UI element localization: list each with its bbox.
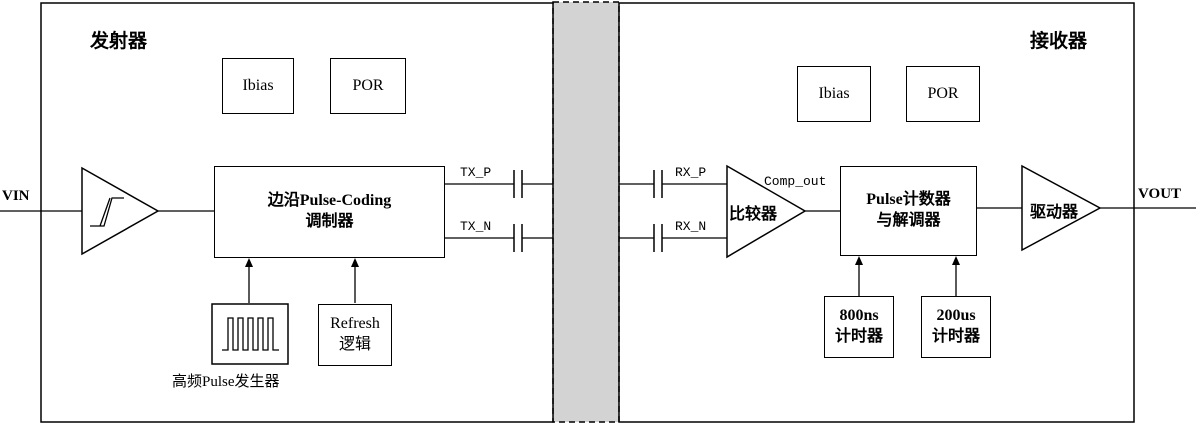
schmitt-buffer-shape xyxy=(81,166,160,256)
counter-demodulator-box: Pulse计数器 与解调器 xyxy=(840,166,977,256)
tx-ibias-label: Ibias xyxy=(242,76,274,94)
comparator-shape xyxy=(726,164,807,259)
timer-200us-box: 200us 计时器 xyxy=(921,296,991,358)
pulse-generator-box xyxy=(211,303,289,365)
receiver-outline xyxy=(618,2,1135,423)
refresh-logic-box: Refresh 逻辑 xyxy=(318,304,392,366)
square-wave-icon xyxy=(222,317,279,351)
rx-por-label: POR xyxy=(927,84,959,102)
tx-ibias-box: Ibias xyxy=(222,58,294,114)
transmitter-outline xyxy=(40,2,554,423)
counter-label-line2: 与解调器 xyxy=(876,212,941,229)
pulse-generator-label: 高频Pulse发生器 xyxy=(172,374,280,390)
tx-por-box: POR xyxy=(330,58,406,114)
counter-label-line1: Pulse计数器 xyxy=(866,191,951,209)
timer200-arrow-head xyxy=(952,256,960,265)
vout-label: VOUT xyxy=(1138,186,1182,202)
rx-ibias-box: Ibias xyxy=(797,66,871,122)
timer800-label-line1: 800ns xyxy=(839,307,879,325)
timer-800ns-box: 800ns 计时器 xyxy=(824,296,894,358)
timer200-label-line1: 200us xyxy=(936,307,976,325)
timer800-arrow-head xyxy=(855,256,863,265)
modulator-label-line2: 调制器 xyxy=(305,213,354,230)
receiver-title: 接收器 xyxy=(1030,31,1088,52)
rx-ibias-label: Ibias xyxy=(818,84,850,102)
hysteresis-icon xyxy=(90,197,124,227)
modulator-box: 边沿Pulse-Coding 调制器 xyxy=(214,166,445,258)
refresh-arrow-head xyxy=(351,258,359,267)
pulse-arrow-head xyxy=(245,258,253,267)
refresh-label-line2: 逻辑 xyxy=(338,336,371,353)
tx-p-label: TX_P xyxy=(460,165,492,180)
comparator-label: 比较器 xyxy=(729,206,778,223)
timer200-label-line2: 计时器 xyxy=(931,328,980,345)
rx-p-label: RX_P xyxy=(675,165,707,180)
vin-label: VIN xyxy=(2,188,30,204)
transmitter-title: 发射器 xyxy=(90,31,148,52)
timer800-label-line2: 计时器 xyxy=(834,328,883,345)
comp-out-label: Comp_out xyxy=(764,174,827,189)
driver-label: 驱动器 xyxy=(1030,204,1079,221)
modulator-label-line1: 边沿Pulse-Coding xyxy=(267,192,392,210)
driver-shape xyxy=(1021,164,1102,252)
isolation-barrier xyxy=(552,1,620,423)
tx-n-label: TX_N xyxy=(460,219,492,234)
refresh-label-line1: Refresh xyxy=(330,315,380,333)
rx-n-label: RX_N xyxy=(675,219,707,234)
rx-por-box: POR xyxy=(906,66,980,122)
tx-por-label: POR xyxy=(352,76,384,94)
